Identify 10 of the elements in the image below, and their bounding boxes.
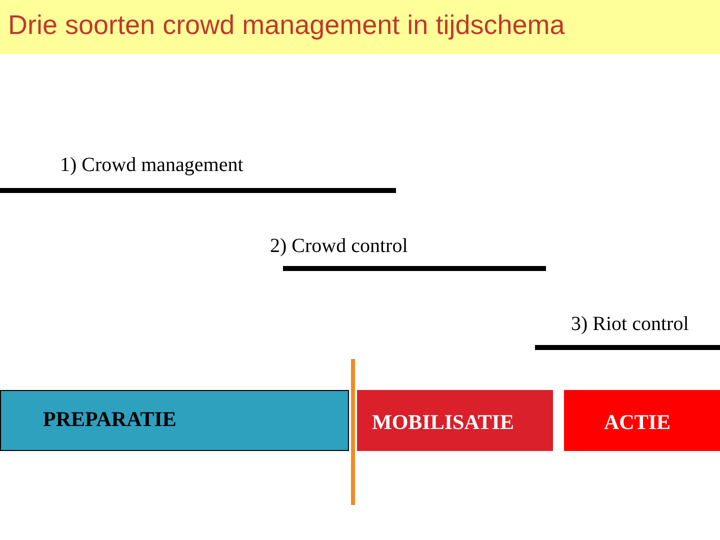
phase-box <box>564 390 720 451</box>
phase-box <box>0 390 349 451</box>
phase-name: MOBILISATIE <box>372 410 514 435</box>
phase-label: 1) Crowd management <box>60 154 244 177</box>
title: Drie soorten crowd management in tijdschema <box>8 10 565 41</box>
phase-name: PREPARATIE <box>43 407 176 432</box>
phase-box <box>357 390 553 451</box>
phase-label: 2) Crowd control <box>270 235 408 258</box>
phase-name: ACTIE <box>604 410 671 435</box>
phase-label: 3) Riot control <box>571 313 689 336</box>
